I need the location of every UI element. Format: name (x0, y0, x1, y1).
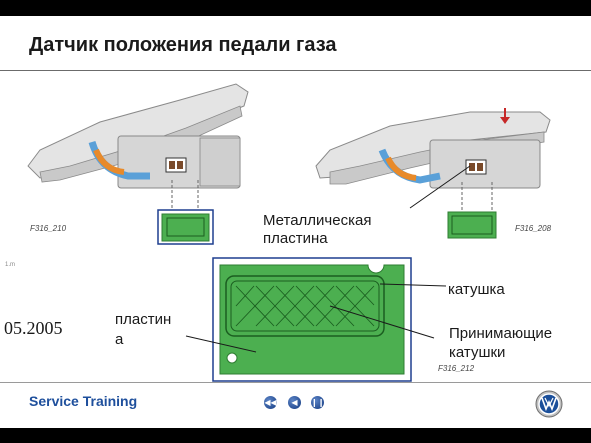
bottom-bar (0, 428, 591, 443)
metal-plate-label: Металлическая пластина (263, 212, 372, 247)
figure-id-right: F316_208 (515, 224, 552, 233)
figure-id-bottom: F316_212 (438, 364, 475, 373)
service-training-title: Service Training (29, 393, 138, 409)
footer-divider (0, 382, 591, 383)
vw-logo-icon (535, 390, 563, 418)
right-pedal-illustration (315, 108, 551, 239)
figure-id-left: F316_210 (30, 224, 67, 233)
receiving-coils-label: Принимающие катушки (449, 325, 553, 361)
top-bar (0, 0, 591, 16)
side-mark: 1.m (5, 262, 16, 268)
left-pedal-illustration (27, 83, 249, 245)
pause-icon[interactable]: ❙❙ (311, 396, 325, 409)
plate-label: пластина (115, 311, 172, 348)
rewind-icon[interactable]: ◀◀ (264, 396, 277, 409)
page-title: Датчик положения педали газа (29, 34, 337, 56)
back-icon[interactable]: ◀ (288, 396, 301, 409)
title-divider (0, 70, 591, 71)
sensor-board-detail (185, 257, 447, 382)
coil-label: катушка (448, 281, 505, 298)
slide-date: 05.2005 (4, 318, 63, 338)
